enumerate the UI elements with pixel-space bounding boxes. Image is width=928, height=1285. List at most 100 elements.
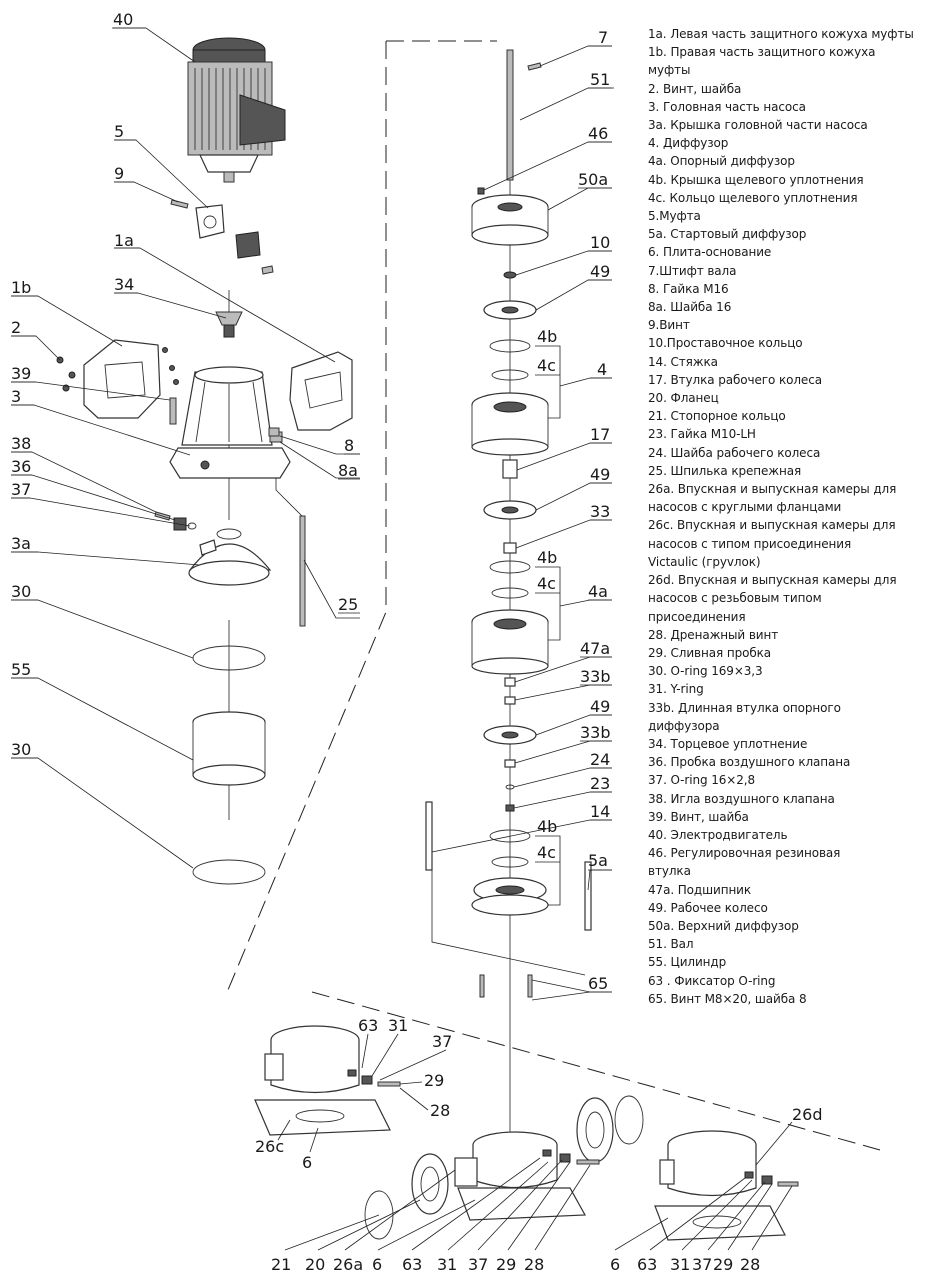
callout-24: 24 <box>590 750 610 769</box>
callout-25: 25 <box>338 595 358 614</box>
shaft-parts <box>477 49 542 195</box>
callout-46: 46 <box>588 124 608 143</box>
legend-item: 51. Вал <box>648 937 694 952</box>
callout-1b: 1b <box>11 278 31 297</box>
legend-item: 29. Сливная пробка <box>648 645 772 660</box>
callout-6-bottom: 6 <box>372 1255 382 1274</box>
legend-item: 46. Регулировочная резиновая <box>648 846 841 861</box>
head-cover-part <box>188 528 272 586</box>
callout-30-lower: 30 <box>11 740 31 759</box>
diffuser-stack <box>425 194 592 998</box>
legend-item: 38. Игла воздушного клапана <box>648 791 835 806</box>
callout-20: 20 <box>305 1255 325 1274</box>
legend-item: 10.Проставочное кольцо <box>648 336 803 351</box>
legend-item: 36. Пробка воздушного клапана <box>648 755 851 770</box>
callout-40: 40 <box>113 10 133 29</box>
callout-10: 10 <box>590 233 610 252</box>
callout-49-upper: 49 <box>590 262 610 281</box>
legend-item: 17. Втулка рабочего колеса <box>648 372 822 387</box>
legend-item: 31. Y-ring <box>648 682 704 697</box>
callout-63-bottom: 63 <box>402 1255 422 1274</box>
callout-31-bottom: 31 <box>437 1255 457 1274</box>
legend-item: Victaulic (груvлок) <box>648 554 761 569</box>
legend-item: 26d. Впускная и выпускная камеры для <box>648 573 897 588</box>
callout-37: 37 <box>11 480 31 499</box>
legend-item: 26a. Впускная и выпускная камеры для <box>648 482 897 497</box>
callout-2: 2 <box>11 318 21 337</box>
legend-item: 4a. Опорный диффузор <box>648 154 795 169</box>
callout-39: 39 <box>11 364 31 383</box>
legend-item: диффузора <box>648 718 720 733</box>
legend-item: 50a. Верхний диффузор <box>648 918 799 933</box>
callout-7: 7 <box>598 28 608 47</box>
legend-item: 26c. Впускная и выпускная камеры для <box>648 518 896 533</box>
callout-31-right: 31 <box>670 1255 690 1274</box>
legend-item: 1b. Правая часть защитного кожуха <box>648 45 876 60</box>
mechanical-seal-part <box>215 311 243 338</box>
callout-6-left: 6 <box>302 1153 312 1172</box>
callout-8: 8 <box>344 436 354 455</box>
parts-legend: 1a. Левая часть защитного кожуха муфты 1b… <box>648 25 926 1008</box>
legend-item: насосов с круглыми фланцами <box>648 500 842 515</box>
callout-33: 33 <box>590 502 610 521</box>
legend-item: 65. Винт M8×20, шайба 8 <box>648 991 807 1006</box>
legend-item: 34. Торцевое уплотнение <box>648 736 808 751</box>
callout-9: 9 <box>114 164 124 183</box>
callout-21: 21 <box>271 1255 291 1274</box>
callout-38: 38 <box>11 434 31 453</box>
legend-item: 24. Шайба рабочего колеса <box>648 445 821 460</box>
nut-washer-stud <box>268 427 306 627</box>
legend-item: 5a. Стартовый диффузор <box>648 227 807 242</box>
callout-31-left: 31 <box>388 1016 408 1035</box>
callout-49-lower: 49 <box>590 697 610 716</box>
coupling-guard-parts <box>56 339 353 431</box>
callout-17: 17 <box>590 425 610 444</box>
legend-item: 21. Стопорное кольцо <box>648 409 786 424</box>
callout-50a: 50a <box>578 170 608 189</box>
callout-55: 55 <box>11 660 31 679</box>
callout-26c: 26c <box>255 1137 284 1156</box>
callout-36: 36 <box>11 457 31 476</box>
legend-item: втулка <box>648 864 691 879</box>
callout-5a: 5a <box>588 851 608 870</box>
legend-item: 4b. Крышка щелевого уплотнения <box>648 172 864 187</box>
legend-item: 49. Рабочее колесо <box>648 900 768 915</box>
callout-37-bottom: 37 <box>468 1255 488 1274</box>
legend-item: 25. Шпилька крепежная <box>648 463 802 478</box>
callout-37-left: 37 <box>432 1032 452 1051</box>
legend-item: 28. Дренажный винт <box>648 627 779 642</box>
callout-3a: 3a <box>11 534 31 553</box>
callout-29-bottom: 29 <box>496 1255 516 1274</box>
legend-item: 8a. Шайба 16 <box>648 300 732 315</box>
callout-4c-middle: 4c <box>537 574 556 593</box>
callout-28-left: 28 <box>430 1101 450 1120</box>
legend-item: 20. Фланец <box>648 391 719 406</box>
callout-33b-lower: 33b <box>580 723 611 742</box>
legend-item: присоединения <box>648 609 746 624</box>
callout-6-right: 6 <box>610 1255 620 1274</box>
legend-item: 5.Муфта <box>648 209 701 224</box>
legend-item: 2. Винт, шайба <box>648 81 742 96</box>
legend-item: насосов с резьбовым типом <box>648 591 822 606</box>
callout-1a: 1a <box>114 231 134 250</box>
legend-item: 37. O-ring 16×2,8 <box>648 773 756 788</box>
legend-item: муфты <box>648 63 691 78</box>
legend-item: 6. Плита-основание <box>648 245 772 260</box>
legend-item: 3. Головная часть насоса <box>648 99 806 114</box>
callout-4b-middle: 4b <box>537 548 557 567</box>
legend-item: 4. Диффузор <box>648 136 729 151</box>
callout-37-right: 37 <box>692 1255 712 1274</box>
legend-item: 7.Штифт вала <box>648 263 737 278</box>
callout-26d: 26d <box>792 1105 823 1124</box>
callout-4b-lower: 4b <box>537 817 557 836</box>
callout-34: 34 <box>114 275 134 294</box>
callout-5: 5 <box>114 122 124 141</box>
legend-item: 9.Винт <box>648 318 690 333</box>
legend-item: 1a. Левая часть защитного кожуха муфты <box>648 27 914 41</box>
callout-3: 3 <box>11 387 21 406</box>
legend-item: 63 . Фиксатор O-ring <box>648 973 776 988</box>
legend-item: 4c. Кольцо щелевого уплотнения <box>648 190 858 205</box>
callout-30-upper: 30 <box>11 582 31 601</box>
callout-23: 23 <box>590 774 610 793</box>
